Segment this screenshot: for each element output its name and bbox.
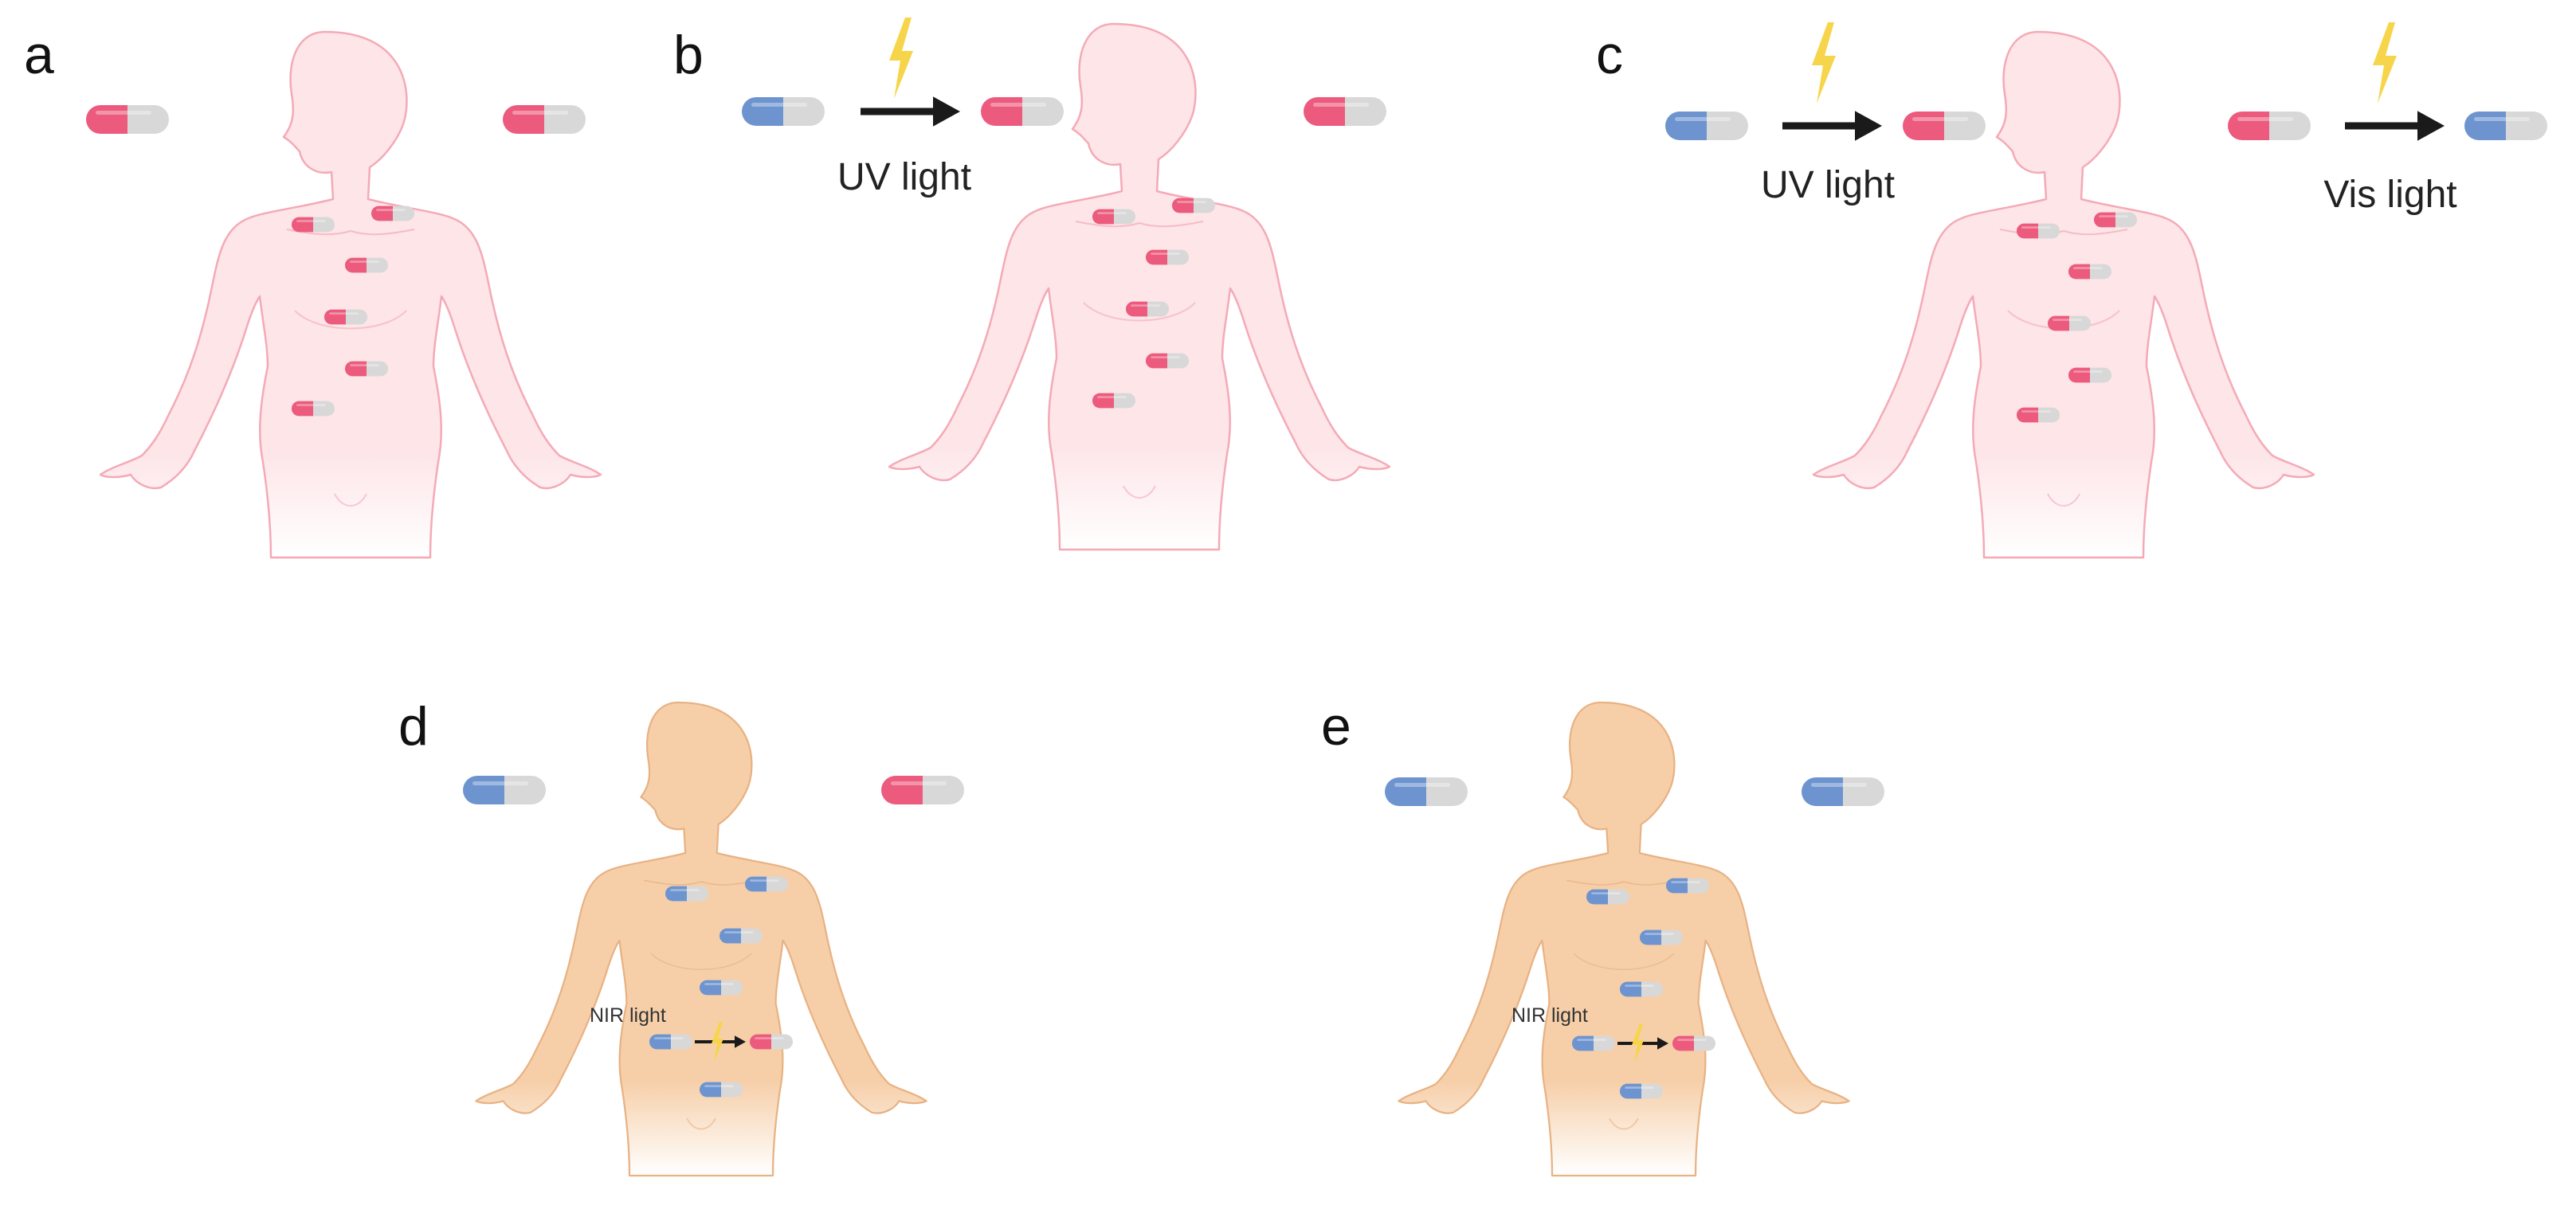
capsule-left-c bbox=[1665, 112, 1748, 140]
body-capsule-c-2 bbox=[2093, 212, 2138, 228]
right-arrow-icon-left-c bbox=[1782, 111, 1882, 141]
capsule-right-c bbox=[2228, 112, 2311, 140]
panel-label-e: e bbox=[1321, 696, 1351, 757]
body-capsule-b-6 bbox=[1092, 393, 1136, 409]
body-capsule-d-3 bbox=[719, 928, 763, 944]
body-capsule-a-5 bbox=[344, 361, 389, 377]
panel-label-a: a bbox=[24, 25, 54, 85]
capsule-right-b bbox=[1304, 97, 1386, 126]
body-capsule-c-5 bbox=[2068, 367, 2112, 383]
body-capsule-a-4 bbox=[323, 309, 368, 325]
human-figure-d bbox=[475, 701, 927, 1177]
body-capsule-c-1 bbox=[2016, 223, 2060, 239]
body-capsule-c-6 bbox=[2016, 407, 2060, 423]
right-arrow-icon-right-c bbox=[2345, 111, 2445, 141]
capsule-right-a bbox=[503, 105, 586, 134]
body-capsule-e-3 bbox=[1639, 929, 1684, 945]
nir-label-e: NIR light bbox=[1511, 1004, 1588, 1027]
nir-label-d: NIR light bbox=[590, 1004, 666, 1027]
panel-label-c: c bbox=[1596, 25, 1623, 85]
body-capsule-a-6 bbox=[291, 401, 335, 417]
body-capsule-a-1 bbox=[291, 217, 335, 233]
body-capsule-d-4 bbox=[699, 980, 743, 996]
body-capsule-c-3 bbox=[2068, 264, 2112, 280]
body-capsule-d-2 bbox=[744, 876, 789, 892]
capsule-result-left-c bbox=[1903, 112, 1986, 140]
human-figure-e bbox=[1398, 701, 1850, 1177]
nir-result-capsule-d bbox=[749, 1034, 794, 1050]
capsule-right-d bbox=[881, 776, 964, 804]
light-label-left-b: UV light bbox=[837, 156, 971, 198]
capsule-left-a bbox=[86, 105, 169, 134]
body-capsule-b-3 bbox=[1145, 249, 1190, 265]
panel-label-d: d bbox=[398, 696, 429, 757]
capsule-result-right-c bbox=[2464, 112, 2547, 140]
nir-source-capsule-d bbox=[649, 1034, 693, 1050]
body-capsule-e-2 bbox=[1665, 878, 1710, 894]
body-capsule-a-3 bbox=[344, 257, 389, 273]
human-figure-b bbox=[888, 22, 1391, 551]
capsule-result-left-b bbox=[981, 97, 1064, 126]
lightning-bolt-icon-right-c bbox=[2373, 22, 2397, 104]
panel-b: b UV light bbox=[673, 18, 1391, 551]
lightning-bolt-icon-left-c bbox=[1812, 22, 1836, 104]
body-capsule-c-4 bbox=[2047, 315, 2092, 331]
human-figure-c bbox=[1812, 30, 2315, 559]
capsule-left-e bbox=[1385, 777, 1468, 806]
capsule-right-e bbox=[1802, 777, 1884, 806]
capsule-left-d bbox=[463, 776, 546, 804]
nir-source-capsule-e bbox=[1571, 1035, 1616, 1051]
body-capsule-d-5 bbox=[699, 1082, 743, 1098]
panel-a: a bbox=[24, 25, 602, 559]
body-capsule-e-5 bbox=[1619, 1083, 1664, 1099]
lightning-bolt-icon-nir-d bbox=[712, 1022, 723, 1063]
light-label-left-c: UV light bbox=[1761, 164, 1895, 206]
body-capsule-b-2 bbox=[1171, 198, 1216, 213]
body-capsule-b-1 bbox=[1092, 209, 1136, 225]
panel-c: c UV light Vis light bbox=[1596, 22, 2547, 559]
body-capsule-d-1 bbox=[665, 886, 709, 902]
body-capsule-b-4 bbox=[1125, 301, 1170, 317]
body-capsule-e-4 bbox=[1619, 981, 1664, 997]
human-figure-a bbox=[99, 30, 602, 559]
body-capsule-a-2 bbox=[371, 205, 415, 221]
lightning-bolt-icon-left-b bbox=[889, 18, 913, 99]
nir-result-capsule-e bbox=[1672, 1035, 1716, 1051]
right-arrow-icon-left-b bbox=[861, 96, 960, 127]
body-capsule-e-1 bbox=[1586, 889, 1630, 905]
capsule-left-b bbox=[742, 97, 825, 126]
panel-label-b: b bbox=[673, 25, 704, 85]
body-capsule-b-5 bbox=[1145, 353, 1190, 369]
lightning-bolt-icon-nir-e bbox=[1632, 1023, 1644, 1064]
light-label-right-c: Vis light bbox=[2323, 174, 2456, 216]
